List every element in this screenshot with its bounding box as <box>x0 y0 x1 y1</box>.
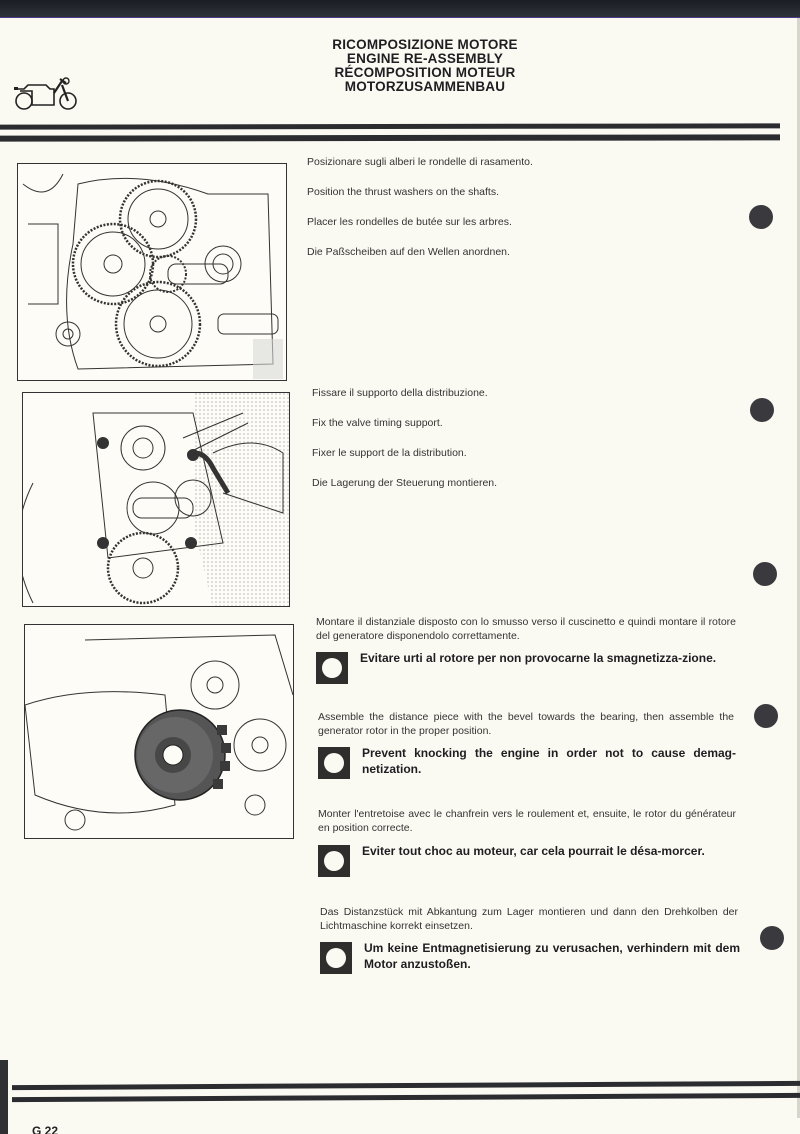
title-english: ENGINE RE-ASSEMBLY <box>346 51 504 66</box>
page-number: G 22 <box>32 1124 59 1134</box>
warning-english: Prevent knocking the engine in order not… <box>318 745 736 779</box>
warning-text: Um keine Entmagnetisierung zu verusachen… <box>364 941 740 971</box>
instruction-italian: Posizionare sugli alberi le rondelle di … <box>307 156 533 168</box>
title-italian: RICOMPOSIZIONE MOTORE <box>332 37 518 52</box>
generator-rotor-illustration <box>24 624 294 839</box>
paragraph-german: Das Distanzstück mit Abkantung zum Lager… <box>320 906 738 932</box>
instruction-german: Die Lagerung der Steuerung montieren. <box>312 477 498 489</box>
gear-train-illustration <box>17 163 287 381</box>
footer-rule-top <box>11 1080 800 1091</box>
instruction-french: Placer les rondelles de butée sur les ar… <box>307 216 512 228</box>
punch-hole <box>749 205 773 229</box>
warning-text: Eviter tout choc au moteur, car cela pou… <box>362 844 705 858</box>
punch-hole <box>750 398 774 422</box>
warning-text: Evitare urti al rotore per non provocarn… <box>360 651 717 665</box>
title-french: RÉCOMPOSITION MOTEUR <box>334 65 516 80</box>
valve-timing-support-illustration <box>22 392 290 607</box>
instruction-french: Fixer le support de la distribution. <box>312 447 467 459</box>
instruction-english: Fix the valve timing support. <box>312 417 443 429</box>
warning-icon <box>318 845 350 877</box>
motorcycle-icon <box>14 77 77 110</box>
generator-rotor-drawing <box>25 634 293 831</box>
scan-right-edge <box>797 18 800 1118</box>
paragraph-english: Assemble the distance piece with the bev… <box>318 711 734 737</box>
gear-train-drawing <box>22 173 283 379</box>
warning-icon <box>318 747 350 779</box>
warning-french: Eviter tout choc au moteur, car cela pou… <box>318 843 736 877</box>
instruction-english: Position the thrust washers on the shaft… <box>307 186 500 198</box>
instruction-german: Die Paßscheiben auf den Wellen anordnen. <box>307 246 510 258</box>
punch-hole <box>760 926 784 950</box>
warning-german: Um keine Entmagnetisierung zu verusachen… <box>320 940 740 974</box>
scan-left-edge <box>0 1060 8 1134</box>
punch-hole <box>753 562 777 586</box>
warning-text: Prevent knocking the engine in order not… <box>362 746 736 776</box>
header-rule-top <box>0 123 781 130</box>
warning-icon <box>320 942 352 974</box>
instruction-italian: Fissare il supporto della distribuzione. <box>312 387 488 399</box>
scan-top-border <box>0 0 800 18</box>
page-header: RICOMPOSIZIONE MOTORE ENGINE RE-ASSEMBLY… <box>260 38 590 94</box>
section-1-text: Posizionare sugli alberi le rondelle di … <box>307 156 707 276</box>
warning-italian: Evitare urti al rotore per non provocarn… <box>316 650 736 684</box>
paragraph-italian: Montare il distanziale disposto con lo s… <box>316 616 736 642</box>
footer-rule-bottom <box>11 1092 800 1103</box>
paragraph-french: Monter l'entretoise avec le chanfrein ve… <box>318 808 736 834</box>
valve-timing-drawing <box>23 393 289 606</box>
title-german: MOTORZUSAMMENBAU <box>344 79 506 94</box>
section-2-text: Fissare il supporto della distribuzione.… <box>312 387 712 507</box>
punch-hole <box>754 704 778 728</box>
header-rule-bottom <box>0 134 781 142</box>
warning-icon <box>316 652 348 684</box>
